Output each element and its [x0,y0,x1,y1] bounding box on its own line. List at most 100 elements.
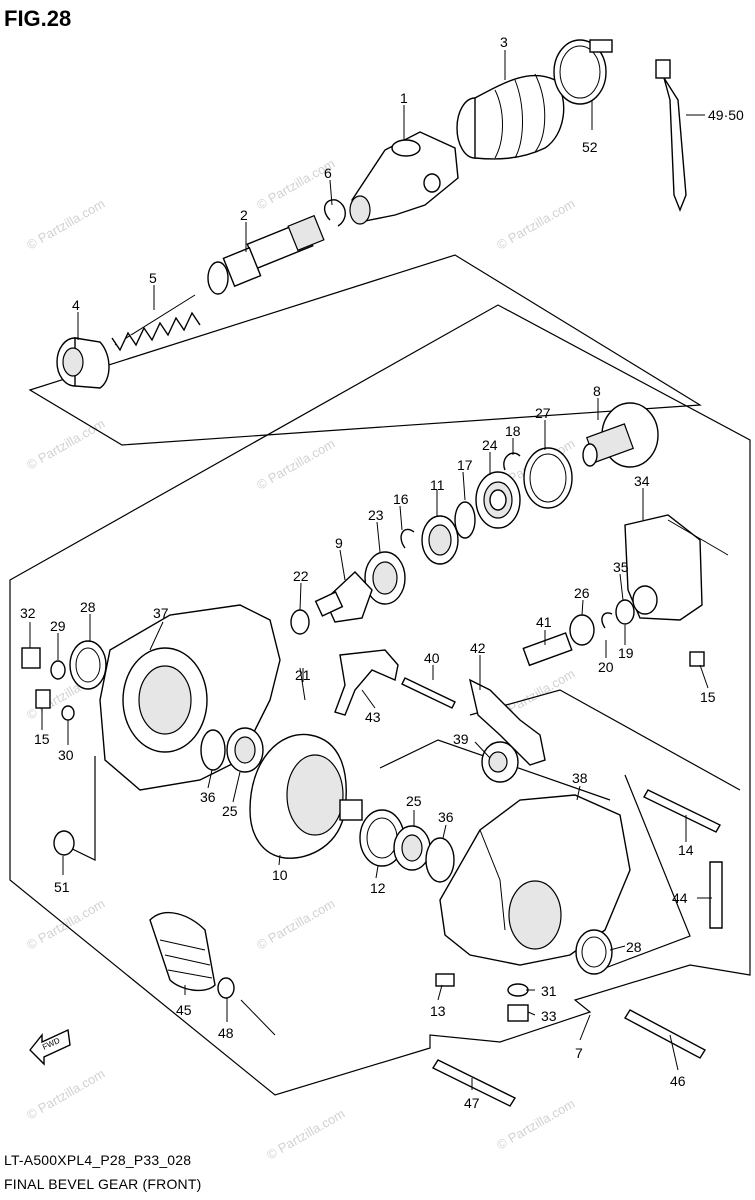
part-label: 31 [541,983,557,999]
part-label: 46 [670,1073,686,1089]
shim-right[interactable] [425,837,455,883]
shift-sleeve[interactable] [481,741,519,783]
yoke-spline [349,195,371,225]
drive-pinion[interactable] [582,402,659,468]
circlip[interactable] [323,199,346,227]
cable-tie[interactable] [655,59,687,212]
actuator-seal[interactable] [569,614,595,646]
part-label: 51 [54,879,70,895]
shift-plunger[interactable] [522,632,573,667]
case-seal[interactable] [69,640,107,690]
sleeve-bore [488,751,508,773]
housing-frame-line [599,774,691,971]
cover-bolt[interactable] [35,689,51,709]
pilot-bearing[interactable] [290,609,310,635]
axle-boot[interactable] [149,911,216,992]
filler-gasket[interactable] [507,983,529,997]
part-label: 16 [393,491,409,507]
boot-clamp[interactable] [553,39,613,105]
drain-gasket[interactable] [50,660,66,680]
bolt-washer[interactable] [61,705,75,721]
mount-bolt-long[interactable] [624,1009,706,1059]
part-label: 32 [20,605,36,621]
tie-head [655,59,671,79]
figure-title: FIG.28 [4,6,72,31]
housing-bolt[interactable] [643,789,721,833]
part-label: 43 [365,709,381,725]
part-label: 49·50 [708,107,744,123]
actuator-clip[interactable] [601,612,613,629]
watermark: © Partzilla.com [494,196,577,253]
dowel-pin[interactable] [299,667,306,701]
part-label: 22 [293,568,309,584]
boot-fold [534,73,546,153]
axle-boot-clamp[interactable] [217,977,235,999]
diff-case [286,754,344,836]
shaft-cap[interactable] [56,337,110,389]
tie-strap [663,77,687,212]
ball-bearing[interactable] [475,471,521,529]
mount-bolt-long[interactable] [431,1059,517,1107]
part-label: 40 [424,650,440,666]
part-label: 35 [613,559,629,575]
part-label: 25 [406,793,422,809]
part-label: 23 [368,507,384,523]
pinion-bearing[interactable] [364,551,406,605]
shift-fork[interactable] [468,678,546,766]
part-label: 21 [295,667,311,683]
seal-ring[interactable] [523,447,573,509]
differential-housing[interactable] [439,794,631,966]
side-seal[interactable] [359,809,405,867]
pinion-shaft[interactable] [207,214,325,295]
drain-plug[interactable] [21,647,41,669]
actuator-bolt[interactable] [689,651,705,667]
side-bearing-left[interactable] [226,727,264,773]
housing-seal[interactable] [575,929,613,975]
nut[interactable] [53,830,75,856]
watermark: © Partzilla.com [24,416,107,473]
part-label: 33 [541,1008,557,1024]
bevel-pinion[interactable] [314,571,373,623]
snap-ring[interactable] [503,452,521,471]
diff-lock-actuator[interactable] [624,514,729,621]
seal-inner [529,453,567,503]
leader-lines [29,50,712,1090]
o-ring[interactable] [615,599,635,625]
actuator-wire [667,519,729,556]
part-label: 6 [324,165,332,181]
part-label: 12 [370,880,386,896]
part-label: 48 [218,1025,234,1041]
forward-arrow-icon: FWD [29,1028,71,1066]
axle-boot-body [149,911,216,992]
shim-left[interactable] [200,729,226,771]
lower-assembly-frame [9,304,751,1096]
retaining-ring[interactable] [400,528,415,549]
housing-bolt-small[interactable] [435,973,455,987]
part-label: 25 [222,803,238,819]
spring[interactable] [111,294,201,352]
part-label: 36 [200,789,216,805]
part-label: 3 [500,34,508,50]
universal-joint-yoke[interactable] [349,131,459,225]
part-label: 19 [618,645,634,661]
part-label: 20 [598,659,614,675]
upper-assembly-frame [28,254,702,446]
filler-plug[interactable] [507,1004,529,1022]
breather-clip[interactable] [709,861,723,929]
part-label: 41 [536,614,552,630]
watermark: © Partzilla.com [24,896,107,953]
side-bearing-right-race [401,834,423,862]
part-label: 17 [457,457,473,473]
rubber-boot[interactable] [456,73,565,160]
side-bearing-right[interactable] [393,825,431,871]
differential-assembly[interactable] [249,733,363,859]
fork-pin[interactable] [401,677,456,709]
part-label: 24 [482,437,498,453]
needle-bearing[interactable] [421,515,459,565]
housing-bore [508,880,562,950]
part-label: 11 [430,477,445,493]
part-label: 7 [575,1045,583,1061]
clutch-fork[interactable] [334,649,399,716]
shim-washer[interactable] [454,501,476,539]
